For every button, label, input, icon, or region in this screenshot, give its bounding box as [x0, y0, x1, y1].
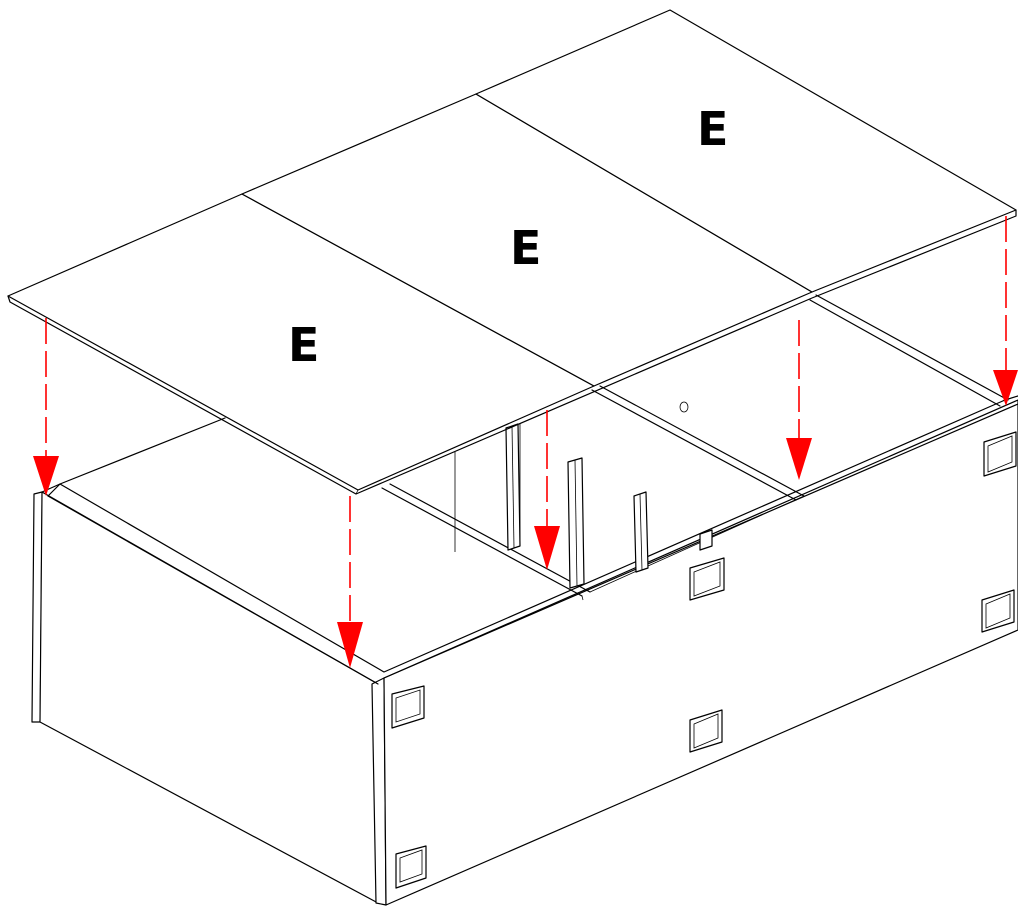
placement-arrow	[33, 318, 59, 496]
vertical-rails	[505, 423, 713, 589]
right-side-panel	[383, 399, 1018, 906]
interior-partitions	[381, 385, 805, 601]
top-panels	[7, 9, 1017, 495]
placement-arrows	[33, 216, 1018, 668]
placement-arrow	[993, 216, 1018, 406]
panel-label-front: E	[288, 318, 319, 372]
mounting-plate	[983, 431, 1017, 477]
mounting-plate	[391, 685, 425, 729]
placement-arrow	[534, 410, 560, 570]
cabinet-box	[31, 294, 1018, 906]
mounting-plate	[689, 709, 723, 753]
placement-arrow	[786, 320, 812, 480]
mounting-plate	[395, 845, 427, 889]
front-side-panel	[39, 491, 379, 904]
mounting-plate	[689, 557, 725, 601]
mounting-plate	[981, 589, 1015, 633]
placement-arrow	[337, 496, 363, 668]
mounting-plates	[391, 431, 1017, 889]
panel-label-middle: E	[510, 221, 541, 275]
panel-label-back: E	[697, 102, 728, 156]
